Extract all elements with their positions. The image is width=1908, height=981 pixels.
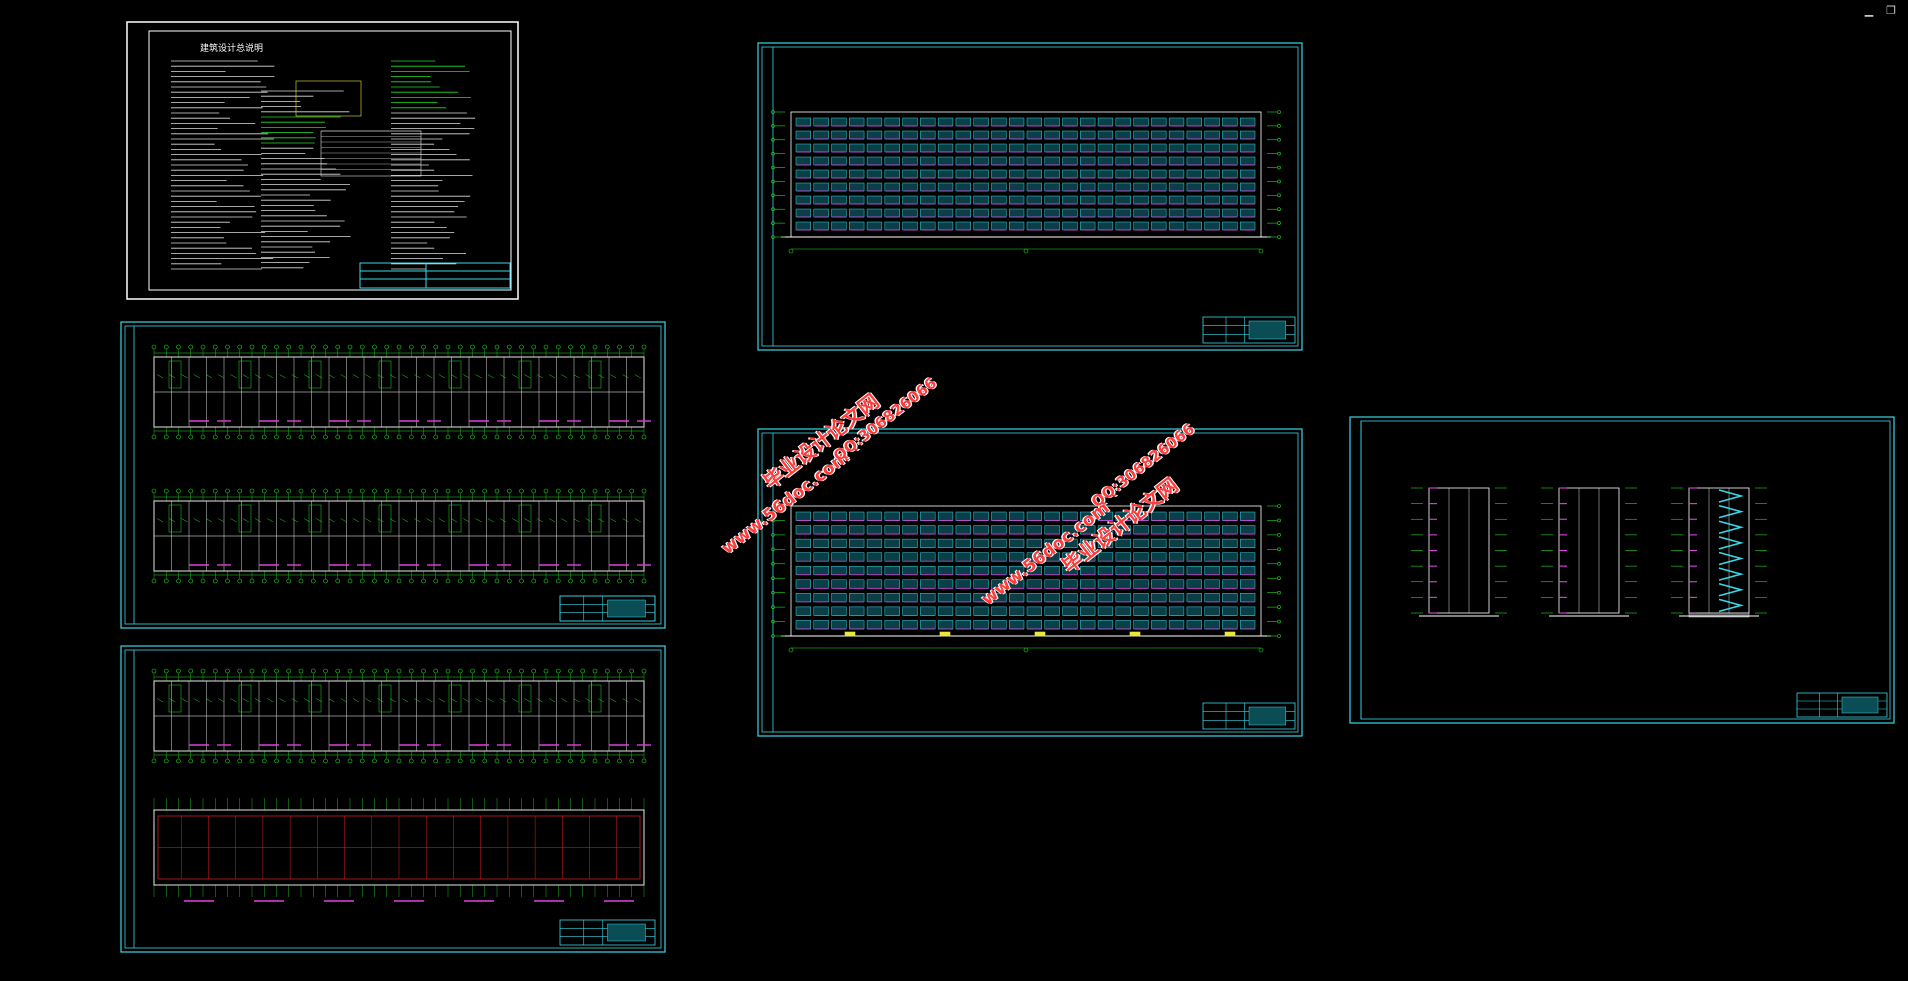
floor-plan-a-drawing [120, 321, 666, 629]
sheet-floor-plans-a[interactable] [120, 321, 666, 629]
window-controls: ▁ ❐ [1862, 4, 1898, 18]
sheet-design-notes[interactable]: 建筑设计总说明 [126, 21, 519, 300]
elevation-north-drawing [757, 42, 1303, 351]
design-notes-title: 建筑设计总说明 [200, 44, 264, 54]
sheet-elevation-north[interactable] [757, 42, 1303, 351]
sheet-sections[interactable] [1349, 416, 1895, 724]
sheet-elevation-south[interactable] [757, 428, 1303, 737]
design-notes-drawing [126, 21, 519, 300]
sheet-floor-plans-b[interactable] [120, 645, 666, 953]
minimize-icon[interactable]: ▁ [1864, 4, 1874, 17]
floor-plan-b-drawing [120, 645, 666, 953]
restore-icon[interactable]: ❐ [1886, 4, 1896, 17]
elevation-south-drawing [757, 428, 1303, 737]
sections-drawing [1349, 416, 1895, 724]
